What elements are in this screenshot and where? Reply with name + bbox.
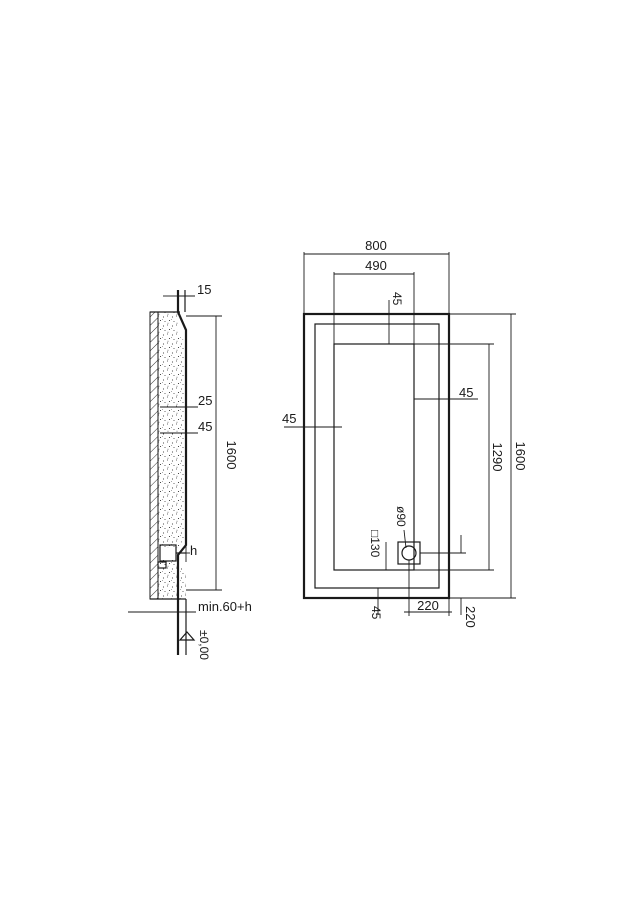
plan-dim-top-rim-label: 45 — [390, 292, 404, 306]
floor-slab — [149, 311, 159, 600]
plan-view: 800 490 45 45 45 1600 1290 ø90 □130 — [282, 238, 528, 628]
plan-dim-width-label: 800 — [365, 238, 387, 253]
plan-dim-drain-y-label: 220 — [463, 606, 478, 628]
side-section-view: 15 1600 25 45 h min.60+h ±0,00 — [128, 282, 252, 660]
plan-dim-right-rim-label: 45 — [459, 385, 473, 400]
screed-fill-lower — [158, 560, 186, 599]
plan-dim-drain-square-label: □130 — [368, 530, 382, 558]
plan-dim-drain-x-label: 220 — [417, 598, 439, 613]
screed-fill — [158, 312, 186, 548]
plan-dim-height-label: 1600 — [513, 442, 528, 471]
side-dim-h-label: h — [190, 543, 197, 558]
side-dim-25-label: 25 — [198, 393, 212, 408]
drain-trap — [157, 561, 167, 569]
plan-dim-drain-dia-label: ø90 — [394, 506, 408, 527]
plan-dim-bottom-rim-label: 45 — [369, 606, 383, 620]
side-dim-min-label: min.60+h — [198, 599, 252, 614]
tray-outer — [302, 312, 451, 600]
side-dim-45-label: 45 — [198, 419, 212, 434]
tray-basin — [333, 343, 415, 571]
level-marker-icon — [178, 631, 196, 641]
plan-dim-left-rim-label: 45 — [282, 411, 296, 426]
tray-rim — [314, 323, 440, 589]
plan-dim-inner-height-label: 1290 — [490, 443, 505, 472]
plan-dim-inner-width-label: 490 — [365, 258, 387, 273]
side-level-label: ±0,00 — [197, 630, 211, 660]
side-dim-height-label: 1600 — [224, 441, 239, 470]
side-dim-top-label: 15 — [197, 282, 211, 297]
